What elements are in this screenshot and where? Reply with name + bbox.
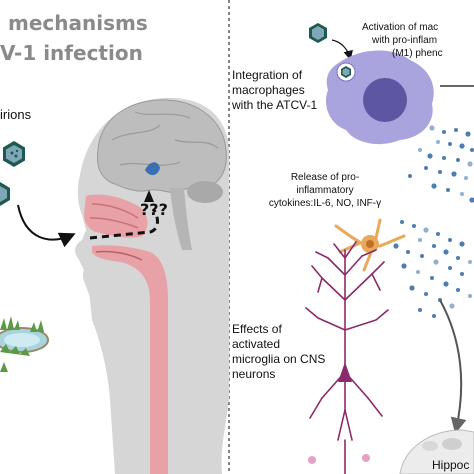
virions-label: irions bbox=[0, 107, 32, 122]
cytokine-dot bbox=[418, 238, 422, 242]
arrowhead-icon bbox=[144, 190, 154, 202]
cytokine-dot bbox=[465, 131, 471, 137]
virus-icon bbox=[0, 182, 10, 206]
release-label-line3: cytokines:IL-6, NO, INF-γ bbox=[268, 198, 382, 209]
cytokine-dot bbox=[446, 188, 450, 192]
cytokine-cloud bbox=[393, 125, 474, 318]
mouse-icon bbox=[399, 429, 474, 474]
neuron-icon bbox=[305, 241, 389, 474]
grass-icon bbox=[0, 316, 49, 372]
cytokine-dot bbox=[401, 263, 407, 269]
cytokine-dot bbox=[459, 143, 465, 149]
entry-arrow bbox=[331, 39, 353, 61]
cytokine-dot bbox=[456, 288, 460, 292]
synapse-icon bbox=[308, 456, 316, 464]
cytokine-dot bbox=[451, 171, 457, 177]
cytokine-dot bbox=[454, 128, 458, 132]
cytokine-dot bbox=[436, 140, 440, 144]
effect-arrow bbox=[439, 299, 467, 434]
hippocampus-label: Hippoc bbox=[432, 458, 470, 472]
effects-label-line4: neurons bbox=[232, 367, 276, 381]
effects-label-line3: microglia on CNS bbox=[232, 352, 326, 366]
synapse-icon bbox=[362, 454, 370, 462]
page-title-line2: V-1 infection bbox=[0, 41, 143, 65]
head-icon bbox=[75, 97, 229, 474]
cytokine-dot bbox=[423, 227, 429, 233]
cytokine-dot bbox=[438, 170, 442, 174]
cytokine-dot bbox=[469, 197, 474, 203]
microglia-icon bbox=[334, 218, 406, 272]
cytokine-dot bbox=[393, 243, 399, 249]
cytokine-dot bbox=[430, 276, 434, 280]
cytokine-dot bbox=[431, 183, 437, 189]
cytokine-dot bbox=[432, 244, 436, 248]
cytokine-dot bbox=[448, 238, 452, 242]
neuron-soma bbox=[338, 362, 352, 382]
page-title-line1: mechanisms bbox=[8, 11, 148, 35]
cytokine-dot bbox=[464, 176, 468, 180]
cytokine-dot bbox=[449, 303, 455, 309]
cytokine-dot bbox=[432, 314, 436, 318]
effects-label-line1: Effects of bbox=[232, 322, 282, 336]
virus-icon bbox=[3, 141, 25, 167]
cytokine-dot bbox=[459, 241, 465, 247]
cytokine-dot bbox=[470, 148, 474, 152]
infection-route-arrow bbox=[17, 204, 76, 248]
cytokine-dot bbox=[442, 130, 446, 134]
activation-label-line2: with pro-inflam bbox=[372, 35, 438, 46]
cytokine-dot bbox=[443, 281, 449, 287]
cytokine-dot bbox=[442, 156, 446, 160]
cytokine-dot bbox=[448, 266, 452, 270]
unknown-route-label: ??? bbox=[140, 200, 168, 219]
macrophage-icon bbox=[326, 50, 434, 145]
nasal-route-arrow bbox=[89, 209, 159, 240]
cytokine-dot bbox=[424, 166, 428, 170]
cytokine-dot bbox=[468, 294, 472, 298]
cytokine-dot bbox=[416, 270, 420, 274]
cytokine-dot bbox=[429, 125, 435, 131]
cytokine-dot bbox=[468, 260, 472, 264]
integration-label-line2: macrophages bbox=[232, 83, 305, 97]
release-label-line2: inflammatory bbox=[296, 185, 354, 196]
cytokine-dot bbox=[456, 256, 460, 260]
integration-label-line1: Integration of bbox=[232, 68, 303, 82]
integration-label-line3: with the ATCV-1 bbox=[232, 98, 318, 112]
cytokine-dot bbox=[448, 142, 452, 146]
cytokine-dot bbox=[400, 220, 404, 224]
cytokine-dot bbox=[412, 224, 416, 228]
cytokine-dot bbox=[427, 153, 433, 159]
cytokine-dot bbox=[456, 158, 460, 162]
cytokine-dot bbox=[420, 254, 424, 258]
cytokine-dot bbox=[406, 250, 410, 254]
cytokine-dot bbox=[467, 161, 473, 167]
cytokine-dot bbox=[418, 148, 422, 152]
activation-label-line1: Activation of mac bbox=[362, 22, 439, 33]
cytokine-dot bbox=[424, 292, 428, 296]
cytokine-dot bbox=[436, 232, 440, 236]
virus-icon bbox=[309, 23, 327, 43]
release-label-line1: Release of pro- bbox=[290, 172, 360, 183]
cytokine-dot bbox=[433, 259, 439, 265]
cytokine-dot bbox=[408, 174, 412, 178]
cytokine-dot bbox=[460, 192, 464, 196]
cytokine-dot bbox=[443, 249, 449, 255]
cytokine-dot bbox=[418, 308, 422, 312]
cytokine-dot bbox=[460, 272, 464, 276]
effects-label-line2: activated bbox=[232, 337, 281, 351]
cytokine-dot bbox=[409, 285, 415, 291]
activation-label-line3: (M1) phenc bbox=[392, 48, 443, 59]
